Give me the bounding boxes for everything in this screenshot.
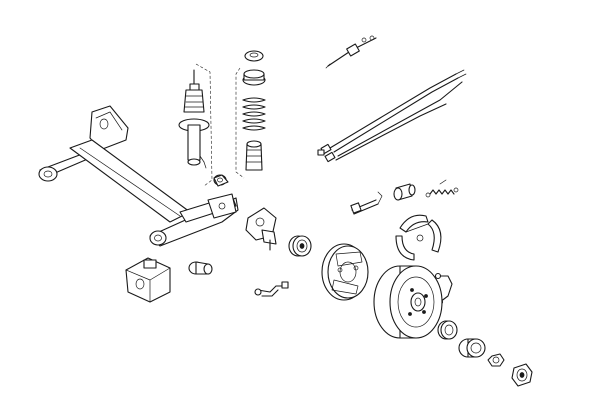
- brake-backing-plate[interactable]: [321, 243, 369, 301]
- axle-bushing[interactable]: [188, 261, 213, 275]
- wheel-bearing[interactable]: [288, 235, 312, 257]
- bearing-seal[interactable]: [437, 320, 458, 340]
- stub-axle[interactable]: [245, 207, 277, 251]
- wheel-cylinder[interactable]: [393, 183, 416, 201]
- wheel-hub-bearing[interactable]: [458, 338, 486, 358]
- hub-nut[interactable]: [487, 353, 505, 367]
- shock-absorber[interactable]: [178, 69, 210, 169]
- brake-hose-line[interactable]: [325, 35, 377, 69]
- rear-axle-beam[interactable]: [38, 105, 239, 247]
- brake-adjuster[interactable]: [350, 191, 383, 215]
- brake-line-bent[interactable]: [254, 281, 289, 297]
- shock-lower-bushing[interactable]: [213, 174, 229, 187]
- axle-mount-bracket[interactable]: [125, 257, 171, 303]
- bump-stop[interactable]: [245, 140, 263, 171]
- handbrake-cable[interactable]: [317, 69, 467, 163]
- brake-shoe-set[interactable]: [395, 214, 442, 261]
- coil-spring[interactable]: [242, 97, 266, 131]
- dust-cap[interactable]: [511, 363, 533, 387]
- strut-top-mount[interactable]: [242, 50, 266, 86]
- brake-drum[interactable]: [373, 265, 443, 339]
- return-spring[interactable]: [425, 179, 459, 198]
